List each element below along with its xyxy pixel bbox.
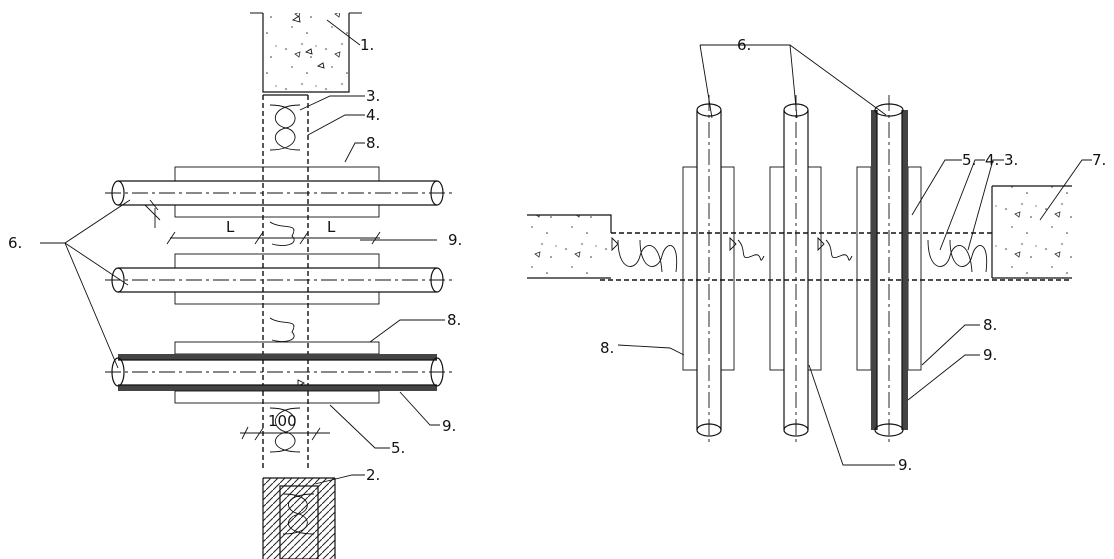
label-left-L2: L <box>327 218 336 236</box>
label-left-8a: 8. <box>366 134 380 152</box>
right-slab-left <box>527 214 612 279</box>
label-left-2: 2. <box>366 466 380 484</box>
label-right-6: 6. <box>737 36 751 54</box>
label-left-1: 1. <box>360 36 374 54</box>
right-slab-right <box>991 185 1072 279</box>
right-pipe-2 <box>769 95 822 445</box>
wall-insulation-column <box>262 94 309 470</box>
right-leader-lines <box>617 44 1092 466</box>
label-left-3: 3. <box>366 87 380 105</box>
label-right-8a: 8. <box>600 339 614 357</box>
label-right-7: 7. <box>1092 151 1106 169</box>
label-left-L1: L <box>226 218 235 236</box>
label-left-6: 6. <box>8 234 22 252</box>
right-pipe-1 <box>682 95 735 445</box>
right-section-drawing: 6. 5. 4. 3. 7. 8. 8. 9. 9. <box>527 36 1106 474</box>
label-right-9b: 9. <box>898 456 912 474</box>
pipe-3-assembly <box>105 341 452 404</box>
label-left-4: 4. <box>366 106 380 124</box>
right-pipe-3 <box>856 95 922 445</box>
label-left-9a: 9. <box>448 231 462 249</box>
label-left-100: 100 <box>268 412 297 430</box>
label-left-9b: 9. <box>442 417 456 435</box>
concrete-wall-top <box>250 12 362 93</box>
label-left-8b: 8. <box>447 311 461 329</box>
label-right-8b: 8. <box>983 316 997 334</box>
pipe-2-assembly <box>105 253 452 305</box>
label-right-5: 5. <box>962 151 976 169</box>
dimension-L <box>144 199 381 245</box>
left-section-drawing: 1. 3. 4. 8. 9. 8. 9. 5. 2. 6. L L 100 <box>8 12 462 559</box>
label-left-5: 5. <box>391 439 405 457</box>
left-leader-lines <box>40 19 445 485</box>
label-right-3: 3. <box>1004 151 1018 169</box>
pipe-1-assembly <box>105 166 452 218</box>
dimension-100 <box>240 426 330 441</box>
label-right-9a: 9. <box>983 346 997 364</box>
lightweight-wall-bottom <box>262 477 336 559</box>
label-right-4: 4. <box>985 151 999 169</box>
